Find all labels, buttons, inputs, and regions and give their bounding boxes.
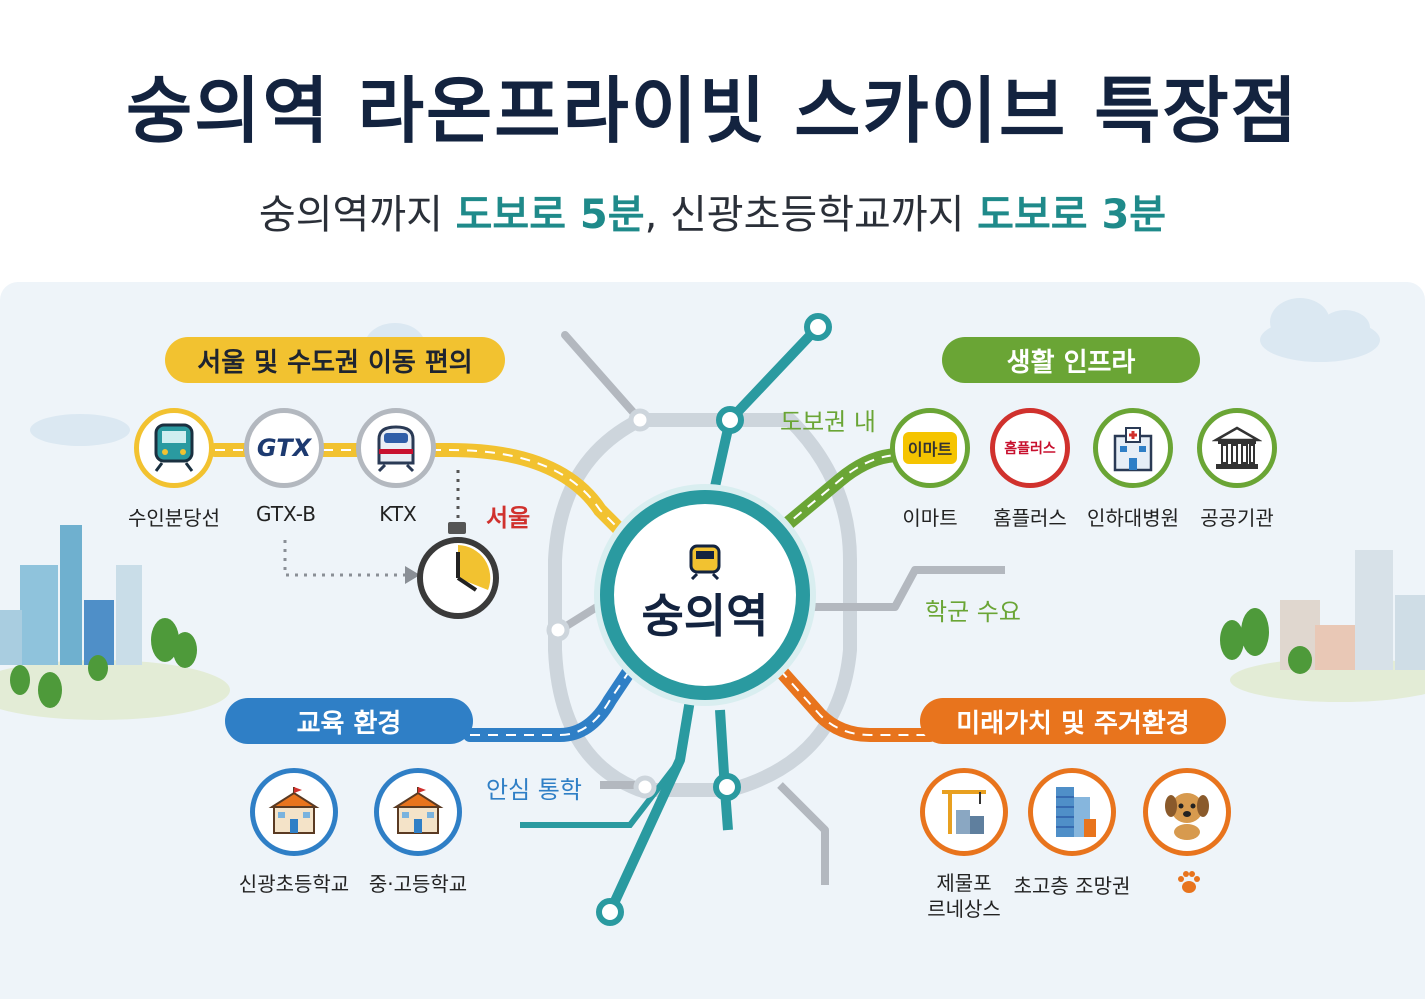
school-icon: [392, 787, 444, 834]
public-building-icon: [1212, 426, 1262, 469]
stopwatch-icon: [417, 522, 499, 619]
future-item-3: [1143, 768, 1231, 856]
train-icon: [689, 544, 721, 580]
orange-line: [773, 663, 937, 742]
future-item-2: [1028, 768, 1116, 856]
transport-item-1-label: 수인분당선: [128, 506, 220, 530]
life-item-2: 홈플러스: [990, 408, 1070, 488]
education-item-1-label: 신광초등학교: [238, 872, 350, 896]
subtitle-part-1: 숭의역까지: [258, 192, 443, 238]
life-item-1: 이마트: [890, 408, 970, 488]
life-title-pill: 생활 인프라: [942, 337, 1200, 383]
life-item-4-label: 공공기관: [1200, 506, 1274, 530]
education-item-2: [374, 768, 462, 856]
transport-item-3-label: KTX: [379, 502, 417, 526]
grey-line-3: [810, 566, 1005, 611]
subtitle-highlight-2: 도보로 3분: [977, 192, 1167, 238]
future-item-2-label: 초고층 조망권: [1013, 874, 1131, 898]
dog-icon: [1165, 793, 1209, 840]
life-item-2-label: 홈플러스: [993, 506, 1067, 530]
transport-item-1: [134, 408, 214, 488]
center-station-label: 숭의역: [641, 589, 769, 643]
gtx-logo-icon: GTX: [256, 434, 312, 462]
grey-line-1: [561, 331, 644, 424]
construction-crane-icon: [942, 790, 986, 834]
page-title: 숭의역 라온프라이빗 스카이브 특장점: [125, 69, 1300, 153]
life-item-1-label: 이마트: [902, 506, 958, 530]
life-item-3: [1093, 408, 1173, 488]
station-nodes: [596, 313, 832, 926]
dotted-arrow: [283, 540, 405, 577]
paw-icon: [1178, 871, 1200, 893]
emart-icon: 이마트: [902, 432, 958, 464]
future-item-1: [920, 768, 1008, 856]
teal-line-south: [605, 699, 695, 915]
homeplus-icon: 홈플러스: [1004, 441, 1056, 457]
center-station: 숭의역: [600, 490, 810, 700]
blue-line: [463, 663, 637, 742]
walk-label: 도보권 내: [780, 408, 876, 436]
education-title-pill: 교육 환경: [225, 698, 473, 744]
grey-line-4: [777, 782, 829, 885]
hospital-icon: [1113, 427, 1153, 472]
ktx-train-icon: [377, 425, 415, 473]
school-icon: [268, 787, 320, 834]
education-item-1: [250, 768, 338, 856]
teal-line-school: [520, 758, 683, 828]
cloud-right-icon: [1260, 298, 1380, 362]
city-right-icon: [1220, 550, 1425, 702]
education-item-2-label: 중·고등학교: [368, 872, 468, 896]
transport-title-pill: 서울 및 수도권 이동 편의: [165, 337, 505, 383]
future-item-1-label: 제물포 르네상스: [927, 871, 1001, 921]
safe-commute-label: 안심 통학: [486, 776, 582, 804]
transport-item-2: GTX: [244, 408, 324, 488]
page-subtitle: 숭의역까지 도보로 5분, 신광초등학교까지 도보로 3분: [0, 182, 1425, 240]
destination-label: 서울: [486, 504, 531, 532]
transport-item-2-label: GTX-B: [256, 502, 316, 526]
transport-item-3: [356, 408, 436, 488]
subtitle-part-2: , 신광초등학교까지: [644, 192, 965, 238]
train-icon: [154, 423, 194, 472]
subtitle-highlight-1: 도보로 5분: [455, 192, 645, 238]
teal-line-south-2: [715, 709, 733, 831]
skyscraper-icon: [1056, 787, 1096, 837]
city-left-icon: [0, 525, 230, 720]
life-item-3-label: 인하대병원: [1087, 506, 1179, 530]
school-demand-label: 학군 수요: [925, 598, 1021, 626]
future-title-pill: 미래가치 및 주거환경: [920, 698, 1226, 744]
life-item-4: [1197, 408, 1277, 488]
